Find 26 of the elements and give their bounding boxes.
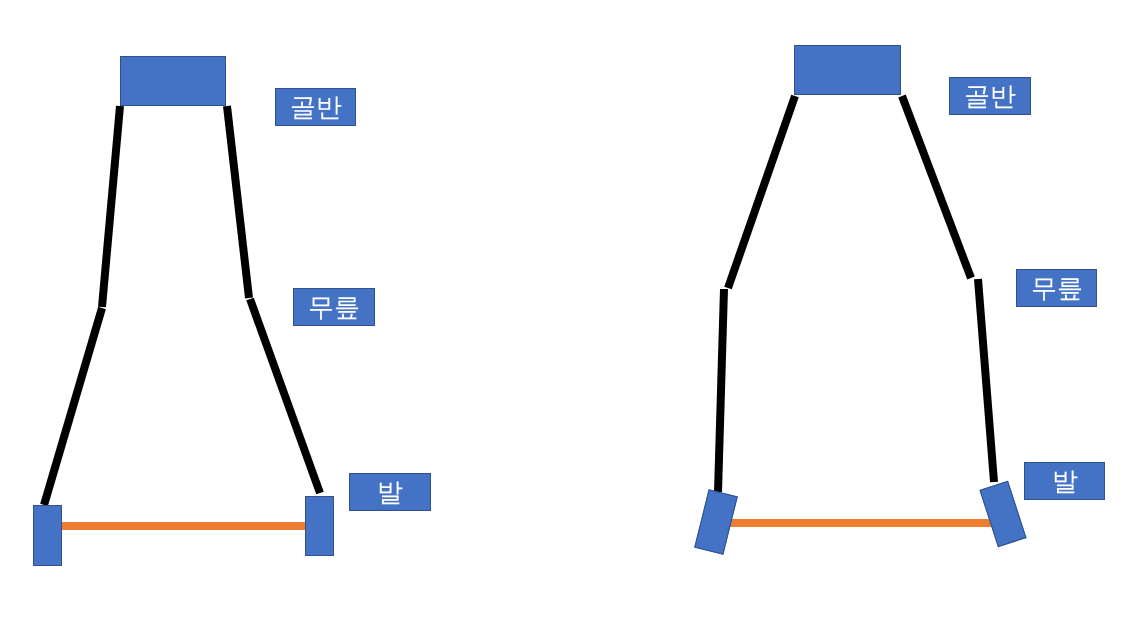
body-box — [33, 505, 62, 566]
body-part-label: 골반 — [964, 83, 1016, 109]
leg-segment — [40, 306, 106, 507]
leg-segment — [724, 94, 799, 290]
label-box — [293, 288, 375, 326]
connecting-line — [62, 522, 305, 530]
leg-segment — [898, 94, 975, 280]
body-box — [120, 56, 226, 106]
leg-segment — [974, 278, 998, 483]
leg-segment — [714, 288, 728, 493]
leg-segment — [98, 105, 124, 308]
body-box — [794, 45, 901, 95]
body-part-label: 발 — [1051, 468, 1078, 494]
body-part-label: 발 — [377, 479, 403, 505]
label-box — [349, 473, 431, 511]
body-part-label: 무릎 — [1030, 275, 1083, 301]
connecting-line — [730, 519, 991, 527]
leg-segment — [223, 105, 253, 299]
body-part-label: 무릎 — [308, 294, 360, 320]
label-box — [949, 77, 1031, 115]
body-part-label: 골반 — [289, 94, 342, 120]
label-box — [1024, 462, 1105, 500]
leg-segment — [246, 297, 324, 495]
label-box — [1016, 269, 1097, 307]
body-box — [305, 496, 334, 556]
label-box — [275, 88, 356, 126]
